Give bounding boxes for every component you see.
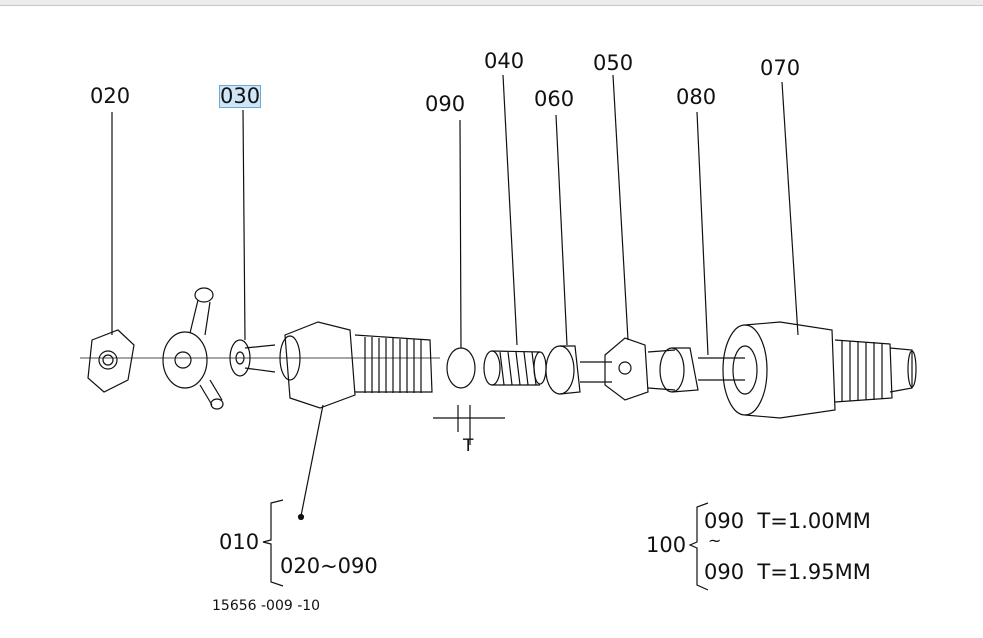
- assembly-range: 020~090: [280, 554, 378, 578]
- callout-060[interactable]: 060: [534, 87, 575, 111]
- nozzle-holder-body: [279, 321, 433, 409]
- callout-070[interactable]: 070: [760, 56, 801, 80]
- assembly-bracket: [262, 499, 284, 587]
- callout-100[interactable]: 100: [646, 533, 687, 557]
- shim-kit-last: 090 T=1.95MM: [704, 560, 871, 584]
- needle-080: [659, 347, 745, 393]
- callout-080[interactable]: 080: [676, 85, 717, 109]
- thickness-label: T: [463, 436, 474, 456]
- drawing-number: 15656 -009 -10: [212, 598, 321, 614]
- callout-090[interactable]: 090: [425, 92, 466, 116]
- callout-010[interactable]: 010: [219, 530, 260, 554]
- nozzle-nut-070: [722, 321, 917, 419]
- spring-040: [483, 350, 547, 386]
- callout-020[interactable]: 020: [90, 84, 131, 108]
- callout-050[interactable]: 050: [593, 51, 634, 75]
- nut-020: [87, 329, 135, 393]
- shim-090: [446, 347, 476, 389]
- shim-kit-bracket: [688, 502, 709, 591]
- pin-050: [604, 337, 676, 401]
- callout-040[interactable]: 040: [484, 49, 525, 73]
- top-bar: [0, 0, 983, 6]
- washer-030: [229, 339, 276, 377]
- callout-030[interactable]: 030: [218, 84, 262, 108]
- banjo-fitting: [162, 287, 224, 410]
- shim-kit-tilde: ~: [708, 531, 722, 550]
- shim-kit-first: 090 T=1.00MM: [704, 509, 871, 533]
- spacer-060: [545, 345, 612, 395]
